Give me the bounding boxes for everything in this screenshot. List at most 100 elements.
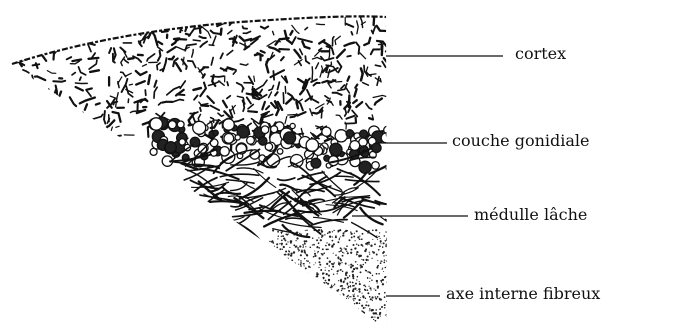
cortex-hypha-mark (18, 30, 27, 38)
fibrous-axis-dot (379, 245, 381, 247)
fibrous-axis-dot (310, 283, 312, 285)
fibrous-axis-dot (330, 297, 332, 299)
cortex-hypha-mark (39, 113, 45, 127)
fibrous-axis-dot (341, 313, 343, 315)
cortex-hypha-mark (18, 94, 26, 98)
fibrous-axis-dot (354, 303, 355, 304)
fibrous-axis-dot (358, 244, 360, 246)
fibrous-axis-dot (377, 317, 379, 319)
fibrous-axis-dot (329, 300, 331, 302)
cortex-hypha-mark (347, 56, 351, 57)
fibrous-axis-dot (322, 299, 324, 301)
fibrous-axis-dot (293, 251, 295, 253)
cortex-hypha-mark (28, 37, 35, 40)
fibrous-axis-dot (293, 244, 295, 246)
cortex-hypha-mark (341, 85, 345, 89)
cortex-hypha-mark (172, 100, 183, 103)
cortex-hypha-mark (63, 140, 67, 150)
cortex-hypha-mark (27, 86, 30, 87)
fibrous-axis-dot (281, 291, 283, 293)
fibrous-axis-dot (321, 303, 322, 304)
fibrous-axis-dot (335, 324, 337, 326)
gonidial-cell (311, 158, 321, 168)
fibrous-axis-dot (271, 250, 273, 252)
fibrous-axis-dot (270, 278, 272, 280)
cortex-hypha-mark (298, 79, 304, 83)
fibrous-axis-dot (301, 290, 302, 291)
cortex-hypha-mark (33, 31, 39, 44)
cortex-hypha-mark (273, 71, 274, 80)
fibrous-axis-dot (285, 234, 286, 235)
fibrous-axis-dot (311, 281, 313, 283)
fibrous-axis-dot (375, 298, 377, 300)
fibrous-axis-dot (345, 321, 346, 322)
fibrous-axis-dot (287, 322, 289, 324)
fibrous-axis-dot (320, 313, 321, 314)
fibrous-axis-dot (297, 269, 298, 270)
cortex-hypha-mark (87, 91, 91, 96)
cortex-hypha-mark (375, 99, 382, 105)
fibrous-axis-dot (381, 282, 382, 283)
fibrous-axis-dot (345, 327, 347, 329)
fibrous-axis-dot (273, 264, 275, 266)
cortex-hypha-mark (94, 24, 103, 30)
cortex-hypha-mark (360, 17, 363, 28)
fibrous-axis-dot (359, 283, 361, 285)
cortex-hypha-mark (66, 123, 75, 125)
fibrous-axis-dot (359, 291, 361, 293)
fibrous-axis-dot (364, 324, 366, 326)
fibrous-axis-dot (378, 273, 380, 275)
fibrous-axis-dot (289, 315, 290, 316)
cortex-hypha-mark (366, 67, 368, 76)
cortex-hypha-mark (19, 114, 23, 117)
fibrous-axis-dot (284, 262, 285, 263)
cortex-hypha-mark (97, 129, 104, 135)
fibrous-axis-dot (288, 279, 290, 281)
cortex-hypha-mark (90, 26, 94, 31)
medulla-hypha (197, 227, 223, 228)
cortex-hypha-mark (35, 76, 45, 80)
cortex-hypha-mark (129, 84, 132, 85)
fibrous-axis-dot (361, 238, 363, 240)
fibrous-axis-dot (337, 328, 339, 330)
cortex-hypha-mark (254, 89, 255, 95)
fibrous-axis-dot (297, 249, 298, 250)
cortex-hypha-mark (211, 76, 224, 77)
cortex-hypha-mark (188, 61, 196, 68)
fibrous-axis-dot (278, 252, 279, 253)
fibrous-axis-dot (296, 288, 298, 290)
fibrous-axis-dot (292, 325, 294, 327)
medulla-hypha (171, 212, 201, 222)
fibrous-axis-dot (354, 294, 355, 295)
cortex-hypha-mark (335, 36, 340, 44)
cortex-hypha-mark (176, 63, 181, 71)
fibrous-axis-dot (295, 281, 297, 283)
cortex-hypha-mark (333, 93, 342, 95)
fibrous-axis-dot (287, 309, 289, 311)
fibrous-axis-dot (369, 286, 370, 287)
fibrous-axis-dot (305, 299, 307, 301)
fibrous-axis-dot (279, 277, 280, 278)
fibrous-axis-dot (328, 279, 330, 281)
fibrous-axis-dot (333, 317, 335, 319)
fibrous-axis-dot (376, 282, 377, 283)
fibrous-axis-dot (365, 297, 367, 299)
fibrous-axis-dot (339, 265, 340, 266)
cortex-hypha-mark (110, 96, 116, 98)
fibrous-axis-dot (278, 286, 280, 288)
fibrous-axis-dot (323, 305, 325, 307)
fibrous-axis-dot (331, 269, 332, 270)
fibrous-axis-dot (304, 323, 306, 325)
fibrous-axis-dot (326, 242, 327, 243)
fibrous-axis-dot (304, 273, 306, 275)
fibrous-axis-dot (330, 325, 332, 327)
fibrous-axis-dot (379, 312, 381, 314)
fibrous-axis-dot (386, 301, 387, 302)
fibrous-axis-dot (323, 325, 325, 327)
fibrous-axis-dot (287, 264, 289, 266)
fibrous-axis-dot (300, 260, 302, 262)
cortex-hypha-mark (42, 55, 46, 61)
fibrous-axis-dot (304, 291, 306, 293)
cortex-hypha-mark (26, 133, 29, 135)
fibrous-axis-dot (320, 281, 321, 282)
